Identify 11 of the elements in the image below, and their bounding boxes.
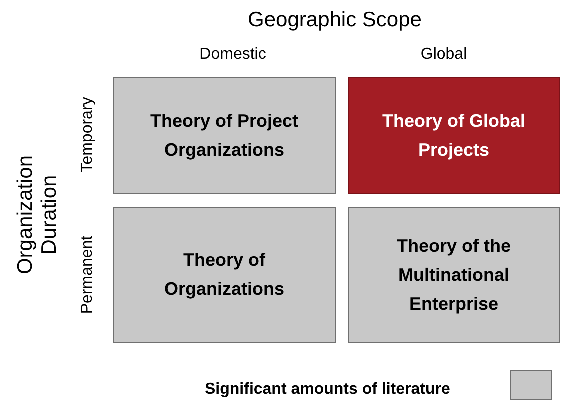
highlighted-quadrant-box: Theory of Global Projects [348,77,560,194]
quadrant-box: Theory of the Multinational Enterprise [348,207,560,343]
axis-label: Domestic [200,45,266,65]
legend-text: Significant amounts of literature [205,380,450,400]
axis-label: Temporary [78,97,97,173]
axis-label: Global [420,45,468,65]
quadrant-box: Theory of Organizations [113,207,336,343]
quadrant-box: Theory of Project Organizations [113,77,336,194]
axis-label: Geographic Scope [248,7,422,34]
axis-label: Permanent [78,236,97,314]
axis-label: Organization Duration [14,154,62,277]
